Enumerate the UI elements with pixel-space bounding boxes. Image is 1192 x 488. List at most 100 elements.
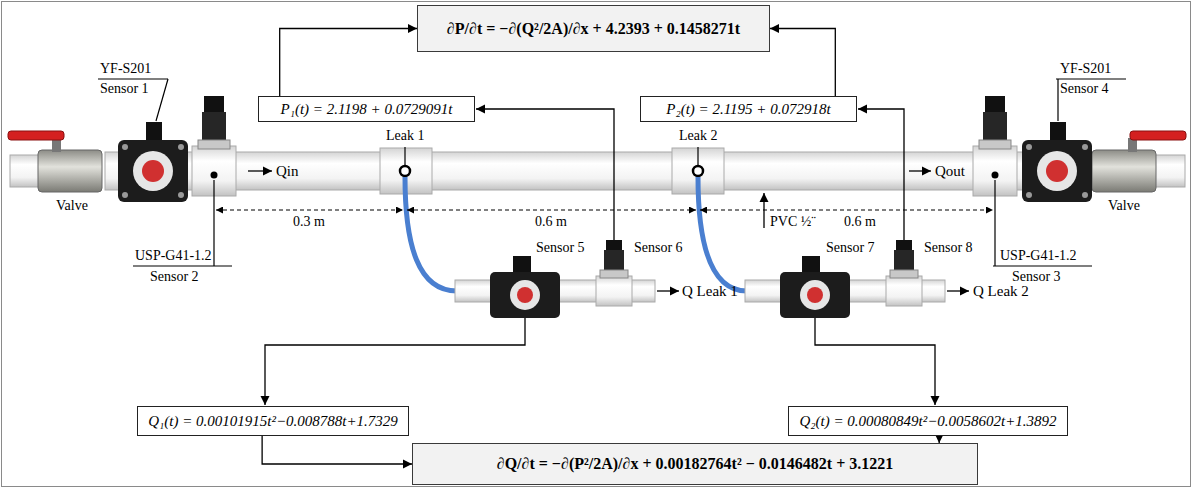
part-label: Sensor 2 [150,269,199,285]
pressure-sensor-3 [985,96,1005,114]
part-label: USP-G41-1.2 [135,248,212,264]
formula-box: Q₁(t) = 0.00101915t²−0.008788t+1.7329 [137,406,409,436]
part-label: Leak 1 [386,128,424,144]
formula-text: Q₁(t) = 0.00101915t²−0.008788t+1.7329 [148,413,398,430]
part-label: YF-S201 [1060,61,1111,77]
flow-sensor-7 [802,256,820,274]
part-label: Sensor 3 [1012,269,1061,285]
pressure-sensor-3 [983,112,1007,142]
sensor-arrow [265,109,935,405]
flow-sensor-7 [800,280,830,310]
valve-left [8,131,102,192]
pressure-sensor-6 [604,250,624,272]
valve-right [1130,131,1186,140]
leader-line [697,147,698,165]
pressure-sensor-3 [979,140,1011,149]
flow-sensor-1 [142,160,164,182]
leader-line [1056,78,1126,79]
sensor-arrow [476,109,614,240]
connector [939,436,940,443]
part-label: 0.3 m [293,214,325,230]
leader-line [98,78,168,79]
pressure-sensor-8 [890,240,918,278]
part-label: Sensor 4 [1060,81,1109,97]
part-label: Valve [56,198,88,214]
leader-line [993,265,1092,266]
connector [280,29,417,97]
pressure-sensor-6 [600,270,628,278]
equation-box: ∂P/∂t = −∂(Q²/2A)/∂x + 4.2393 + 0.145827… [417,5,770,52]
flow-sensor-1 [146,122,162,142]
measure-point [211,172,999,179]
part-label: Leak 2 [679,128,717,144]
formula-text: P₁(t) = 2.1198 + 0.0729091t [281,101,453,118]
flow-sensor-4 [1037,151,1077,191]
part-label: PVC ½¨ [770,214,816,230]
part-label: YF-S201 [100,61,151,77]
leader-line [213,180,214,266]
formula-text: P₂(t) = 2.1195 + 0.072918t [666,101,830,118]
part-label: Q Leak 2 [973,283,1029,299]
flow-sensor-5 [510,280,540,310]
leak-point [400,166,410,176]
part-label: USP-G41-1.2 [1000,248,1077,264]
leak-branch-pipe [596,276,632,306]
pressure-sensor-3 [979,96,1011,149]
valve-right [1092,131,1186,192]
leak-hose [405,177,747,291]
valve-right [1092,150,1156,192]
part-label: Sensor 8 [924,240,973,256]
connector [262,436,412,464]
formula-box: P₁(t) = 2.1198 + 0.0729091t [258,96,475,122]
dimension-line [700,210,993,211]
pressure-sensor-2 [202,112,226,142]
flow-sensor-5 [517,287,533,303]
flow-sensor-1 [133,151,173,191]
leader-line [994,180,995,266]
pressure-sensor-8 [890,270,918,278]
flow-arrow [248,171,969,291]
flow-sensor-1 [118,122,188,202]
flow-sensor-5 [490,256,560,318]
part-label: 0.6 m [535,214,567,230]
dimension-line [216,210,403,211]
leak-point [400,166,703,176]
leader-line [133,265,232,266]
flow-arrow [909,170,931,171]
dimension-line [216,210,993,211]
flow-arrow [248,170,272,171]
flow-arrow [947,290,969,291]
flow-sensor-4 [1082,144,1088,150]
sensor-arrow [265,318,525,405]
flow-sensor-1 [178,144,184,150]
formula-text: Q₂(t) = 0.00080849t²−0.0058602t+1.3892 [799,413,1056,430]
flow-sensor-7 [807,287,823,303]
main-pipe [10,155,42,187]
pressure-sensor-2 [204,96,224,114]
formula-text: ∂P/∂t = −∂(Q²/2A)/∂x + 4.2393 + 0.145827… [447,20,740,38]
flow-sensor-4 [1046,160,1068,182]
part-label: 0.6 m [844,214,876,230]
measure-point [992,172,999,179]
part-label: Sensor 7 [826,240,875,256]
valve-left [8,131,64,140]
flow-arrow [763,193,764,228]
valve-left [38,150,102,192]
part-label: Qin [276,163,299,179]
leak-hose [698,177,747,291]
flow-arrow [657,290,679,291]
equation-box: ∂Q/∂t = −∂(P²/2A)/∂x + 0.00182764t² − 0.… [412,443,978,485]
formula-box: Q₂(t) = 0.00080849t²−0.0058602t+1.3892 [788,406,1068,436]
dimension-line [407,210,696,211]
part-label: Valve [1108,198,1140,214]
leader-line [1057,79,1058,121]
pressure-sensor-6 [600,240,628,278]
formula-box: P₂(t) = 2.1195 + 0.072918t [640,96,857,122]
flow-sensor-4 [1050,122,1066,142]
pressure-sensor-2 [198,96,230,149]
flow-sensor-7 [780,272,850,318]
formula-text: ∂Q/∂t = −∂(P²/2A)/∂x + 0.00182764t² − 0.… [497,455,894,473]
main-pipe [105,152,1095,190]
flow-sensor-1 [122,144,128,150]
